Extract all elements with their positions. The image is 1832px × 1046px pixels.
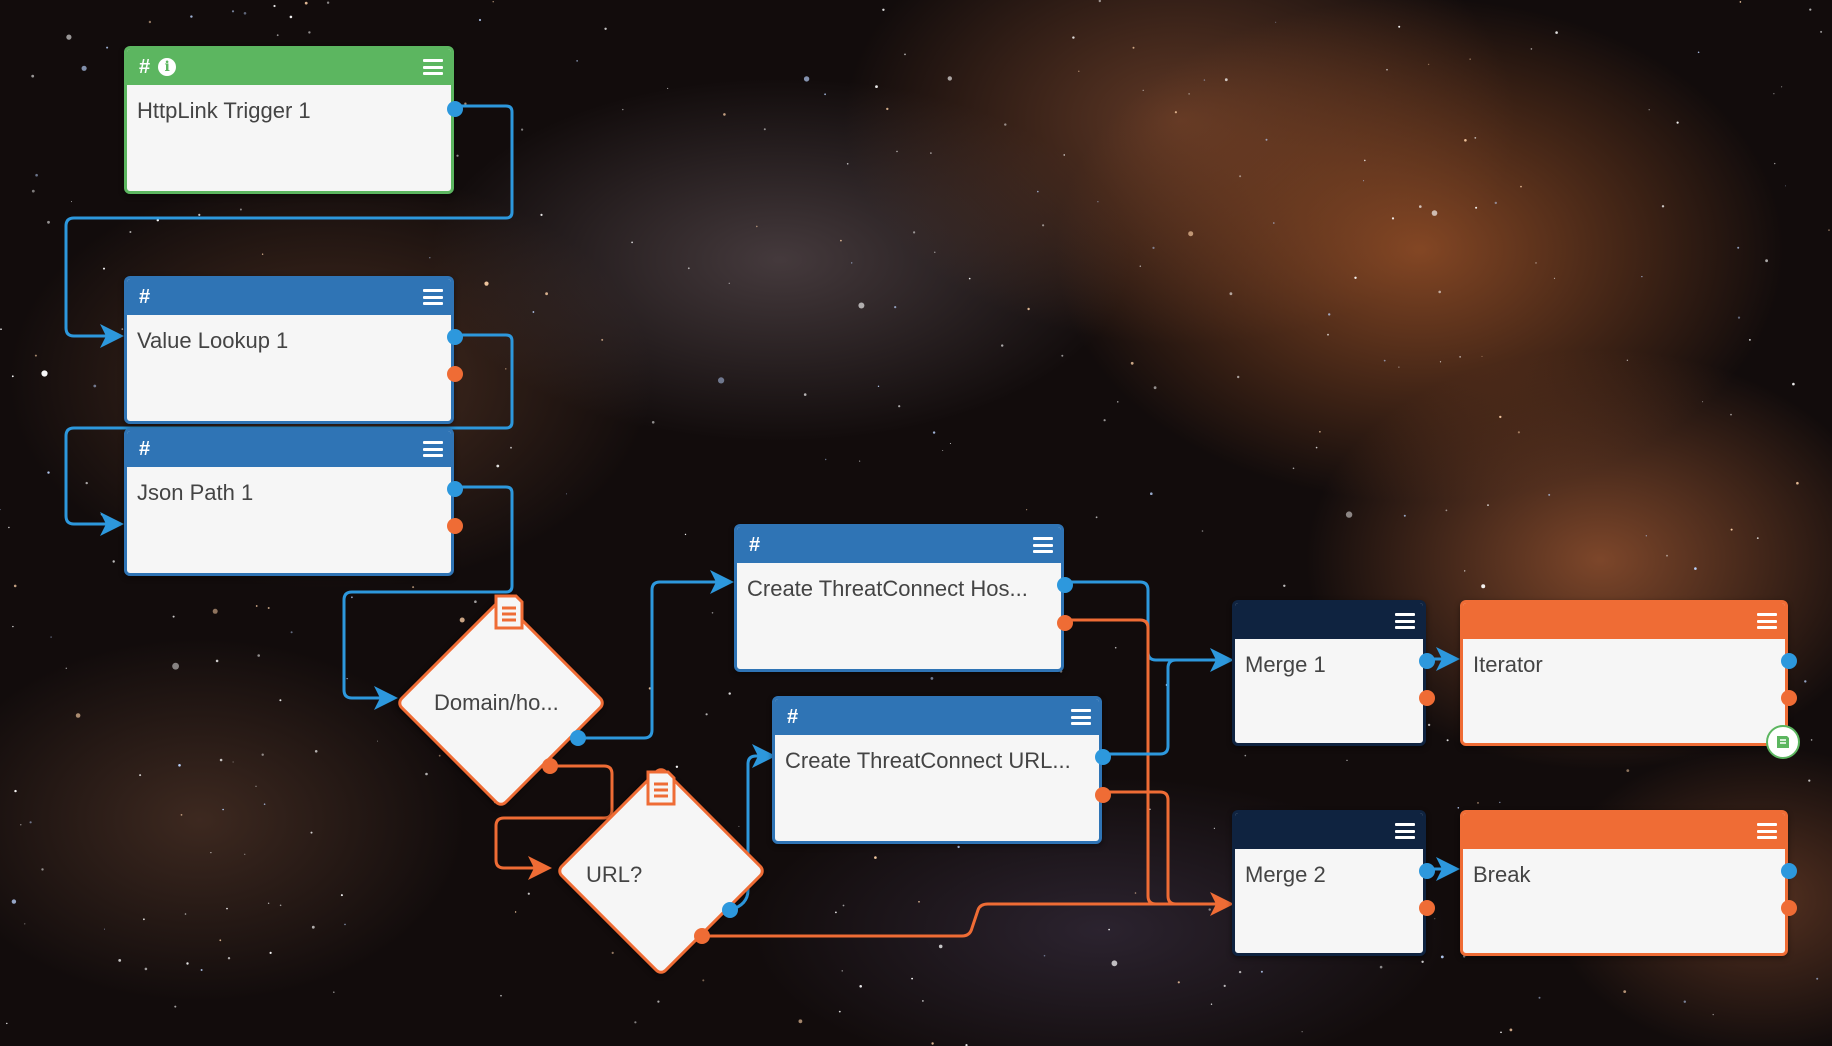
node-header [1235, 603, 1423, 639]
wire-createhost-fail-to-merge2[interactable] [1063, 618, 1157, 906]
success-output-port[interactable] [1419, 653, 1435, 669]
hash-icon: # [787, 705, 799, 728]
wire-httplink-to-valuelookup[interactable] [64, 104, 514, 348]
node-header: # [127, 431, 451, 467]
wire-domain-to-createhost[interactable] [578, 570, 734, 740]
document-icon[interactable] [640, 768, 680, 808]
node-title: Break [1473, 862, 1531, 887]
failure-output-port[interactable] [1781, 690, 1797, 706]
success-output-port[interactable] [722, 902, 738, 918]
node-break[interactable]: Break [1460, 810, 1797, 956]
node-json-path[interactable]: # Json Path 1 [124, 428, 463, 576]
success-output-port[interactable] [1095, 749, 1111, 765]
hamburger-menu-icon[interactable] [423, 441, 443, 457]
wire-createurl-to-merge1[interactable] [1101, 658, 1177, 756]
node-header: # i [127, 49, 451, 85]
node-value-lookup[interactable]: # Value Lookup 1 [124, 276, 463, 424]
book-icon [1777, 736, 1789, 748]
failure-output-port[interactable] [542, 758, 558, 774]
notes-icon[interactable] [1766, 725, 1800, 759]
failure-output-port[interactable] [1419, 690, 1435, 706]
node-create-threatconnect-host[interactable]: # Create ThreatConnect Hos... [734, 524, 1073, 672]
wire-url-to-merge2[interactable] [702, 892, 1234, 938]
hamburger-menu-icon[interactable] [1395, 823, 1415, 839]
node-title: Json Path 1 [137, 480, 254, 505]
hamburger-menu-icon[interactable] [423, 59, 443, 75]
failure-output-port[interactable] [1419, 900, 1435, 916]
success-output-port[interactable] [1781, 863, 1797, 879]
node-title: HttpLink Trigger 1 [137, 98, 311, 123]
hamburger-menu-icon[interactable] [423, 289, 443, 305]
hash-icon: # [749, 533, 761, 556]
node-title: Create ThreatConnect URL... [785, 748, 1071, 773]
node-httplink-trigger[interactable]: # i HttpLink Trigger 1 [124, 46, 463, 194]
info-icon[interactable]: i [158, 58, 177, 76]
node-title: Domain/ho... [434, 690, 559, 715]
node-create-threatconnect-url[interactable]: # Create ThreatConnect URL... [772, 696, 1111, 844]
node-header [1463, 603, 1785, 639]
wire-domain-to-url[interactable] [494, 764, 614, 880]
success-output-port[interactable] [1419, 863, 1435, 879]
wire-createurl-fail-to-merge2[interactable] [1101, 790, 1177, 906]
node-title: URL? [586, 862, 643, 887]
node-title: Create ThreatConnect Hos... [747, 576, 1028, 601]
failure-output-port[interactable] [694, 928, 710, 944]
hamburger-menu-icon[interactable] [1033, 537, 1053, 553]
failure-output-port[interactable] [1095, 787, 1111, 803]
hamburger-menu-icon[interactable] [1757, 613, 1777, 629]
wire-createhost-to-merge1[interactable] [1063, 580, 1234, 672]
failure-output-port[interactable] [447, 366, 463, 382]
hamburger-menu-icon[interactable] [1757, 823, 1777, 839]
wire-jsonpath-to-domain[interactable] [342, 485, 514, 710]
node-iterator[interactable]: Iterator [1460, 600, 1797, 746]
document-icon[interactable] [488, 592, 528, 632]
node-merge-2[interactable]: Merge 2 [1232, 810, 1435, 956]
success-output-port[interactable] [447, 481, 463, 497]
hamburger-menu-icon[interactable] [1071, 709, 1091, 725]
success-output-port[interactable] [447, 329, 463, 345]
node-title: Merge 1 [1245, 652, 1326, 677]
hash-icon: # [139, 285, 151, 308]
wire-url-to-createurl[interactable] [729, 744, 776, 912]
success-output-port[interactable] [447, 101, 463, 117]
node-merge-1[interactable]: Merge 1 [1232, 600, 1435, 746]
hash-icon: # [139, 55, 151, 78]
hash-icon: # [139, 437, 151, 460]
failure-output-port[interactable] [1057, 615, 1073, 631]
success-output-port[interactable] [570, 730, 586, 746]
node-header: # [127, 279, 451, 315]
node-header [1463, 813, 1785, 849]
node-title: Value Lookup 1 [137, 328, 289, 353]
failure-output-port[interactable] [447, 518, 463, 534]
hamburger-menu-icon[interactable] [1395, 613, 1415, 629]
success-output-port[interactable] [1057, 577, 1073, 593]
node-title: Iterator [1473, 652, 1543, 677]
node-header [1235, 813, 1423, 849]
node-header: # [775, 699, 1099, 735]
node-title: Merge 2 [1245, 862, 1326, 887]
success-output-port[interactable] [1781, 653, 1797, 669]
failure-output-port[interactable] [1781, 900, 1797, 916]
node-header: # [737, 527, 1061, 563]
